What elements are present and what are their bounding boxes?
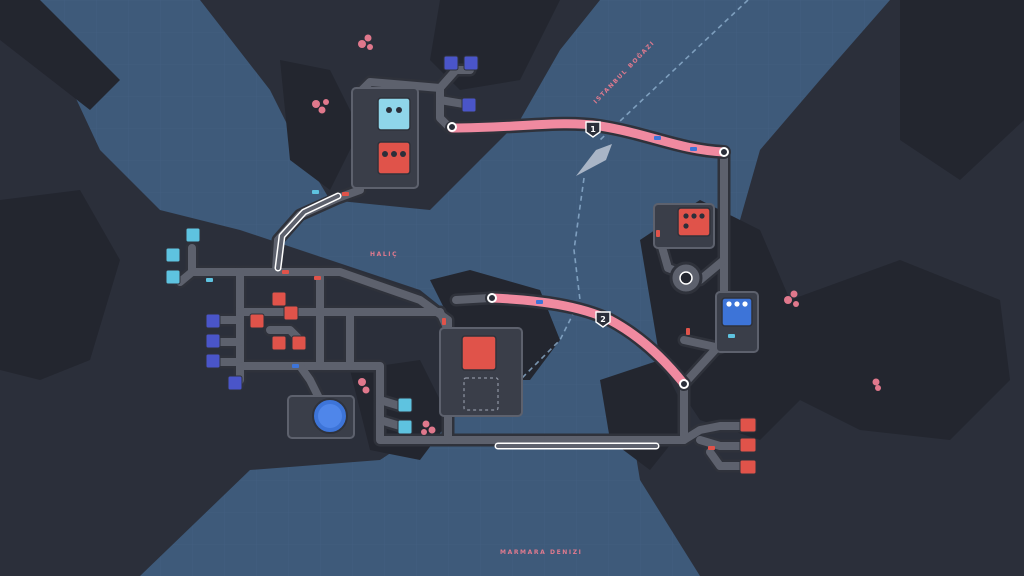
bridge-2-number: 2: [600, 315, 606, 324]
houses-navy: [205, 55, 479, 391]
sea-label: MARMARA DENIZI: [500, 549, 583, 556]
trees: [312, 34, 881, 435]
bridge-1-badge: 1: [585, 121, 601, 138]
roundabout: [669, 261, 703, 295]
bridge-2-badge: 2: [595, 311, 611, 328]
ferry-boat[interactable]: [576, 144, 612, 176]
houses-teal: [165, 227, 413, 435]
houses-red: [249, 291, 757, 475]
destination-blue-round[interactable]: [287, 395, 355, 439]
empty-slot: [463, 377, 499, 411]
destination-red-top: [377, 141, 411, 175]
ferry-route: [519, 0, 749, 381]
golden-horn-label: HALIÇ: [370, 251, 398, 258]
destination-red-right[interactable]: [653, 203, 715, 249]
bridge-endpoints: [447, 122, 729, 389]
destination-blue-right[interactable]: [715, 291, 759, 353]
destination-teal[interactable]: [351, 87, 419, 189]
destination-red-center[interactable]: [439, 327, 523, 417]
cars: [206, 136, 735, 450]
bridge-1-number: 1: [590, 125, 596, 134]
